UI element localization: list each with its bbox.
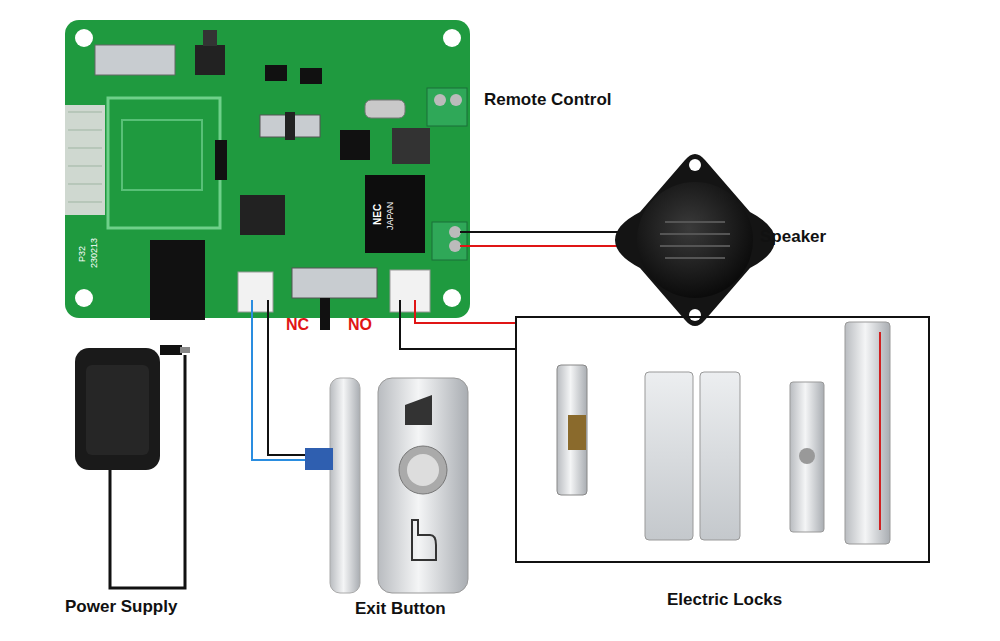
terminal-label: NO xyxy=(348,316,372,334)
lock-group-box: Electric Locks xyxy=(515,316,930,563)
speaker xyxy=(615,154,775,326)
electric-locks-art xyxy=(557,322,890,544)
part-label: Exit Button xyxy=(355,600,446,619)
exit-button xyxy=(305,378,468,593)
board-marking: JAPAN xyxy=(386,202,396,230)
pcb-board xyxy=(65,20,470,330)
board-marking: P32 xyxy=(78,246,88,262)
board-marking: 230213 xyxy=(90,238,100,268)
part-label: Speaker xyxy=(760,228,826,247)
part-label: Remote Control xyxy=(484,91,612,110)
power-adapter xyxy=(75,345,190,588)
board-marking: NEC xyxy=(372,204,383,225)
terminal-label: NC xyxy=(286,316,309,334)
part-label: Power Supply xyxy=(65,598,177,617)
group-heading: Electric Locks xyxy=(667,591,782,610)
